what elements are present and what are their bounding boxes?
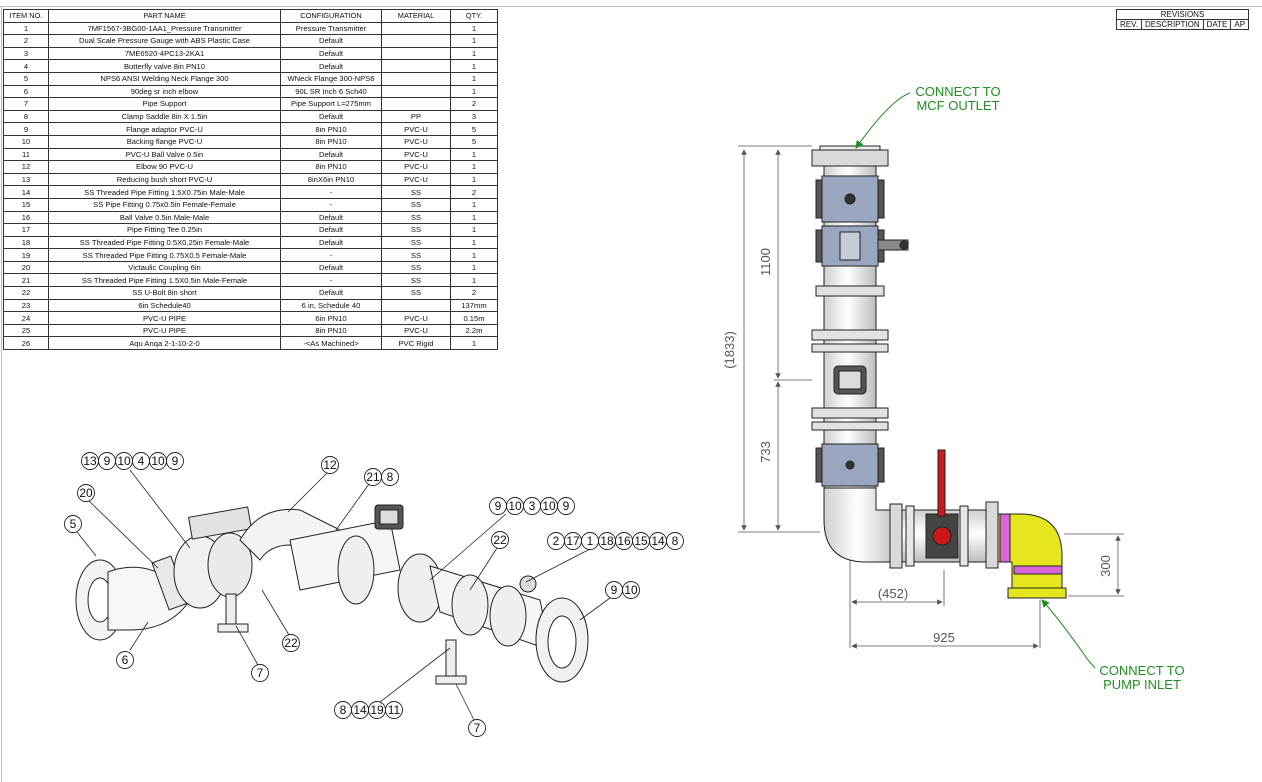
- balloon-number: 19: [370, 703, 384, 717]
- revisions-table: REVISIONS REV. DESCRIPTION DATE AP: [1115, 9, 1250, 30]
- balloon-circle: [381, 468, 399, 486]
- balloon-number: 20: [79, 486, 93, 500]
- revisions-header-description: DESCRIPTION: [1140, 19, 1204, 30]
- balloon-number: 22: [284, 636, 298, 650]
- dim-733: 733: [758, 441, 773, 463]
- bom-qty: 1: [450, 336, 498, 351]
- elevation-view: [811, 145, 1067, 599]
- bill-of-materials-table: ITEM NO. PART NAME CONFIGURATION MATERIA…: [3, 9, 498, 351]
- balloon-number: 9: [495, 499, 502, 513]
- bom-item-no: 26: [3, 336, 49, 351]
- balloon-number: 12: [323, 458, 337, 472]
- balloon-number: 21: [366, 470, 380, 484]
- dimension-labels: (1833) 1100 733 (452) 925 300: [722, 248, 1113, 645]
- balloon-circle: [116, 651, 134, 669]
- note-inlet-line1: CONNECT TO: [1099, 663, 1184, 678]
- balloon-number: 10: [117, 454, 131, 468]
- balloon-number: 8: [387, 470, 394, 484]
- revisions-header-approved: AP: [1230, 19, 1250, 30]
- bom-material: PVC Rigid: [381, 336, 451, 351]
- connection-notes: CONNECT TO MCF OUTLET CONNECT TO PUMP IN…: [855, 84, 1185, 692]
- balloon-number: 22: [493, 533, 507, 547]
- balloon-number: 10: [151, 454, 165, 468]
- sheet-border-left: [1, 6, 2, 782]
- balloon-circle: [321, 456, 339, 474]
- isometric-view: [75, 504, 589, 685]
- balloon-number: 8: [340, 703, 347, 717]
- balloon-number: 10: [508, 499, 522, 513]
- balloon-circle: [166, 452, 184, 470]
- balloon-number: 14: [651, 534, 665, 548]
- bom-header-row: ITEM NO. PART NAME CONFIGURATION MATERIA…: [3, 9, 498, 23]
- balloon-number: 14: [353, 703, 367, 717]
- balloon-number: 7: [257, 666, 264, 680]
- dim-452: (452): [878, 586, 908, 601]
- balloon-number: 1: [587, 534, 594, 548]
- balloon-circle: [557, 497, 575, 515]
- note-inlet-line2: PUMP INLET: [1103, 677, 1181, 692]
- balloon-number: 18: [600, 534, 614, 548]
- elevation-dimensions: [738, 145, 1124, 649]
- balloon-number: 6: [122, 653, 129, 667]
- balloon-circle: [385, 701, 403, 719]
- note-outlet-line1: CONNECT TO: [915, 84, 1000, 99]
- balloon-number: 10: [624, 583, 638, 597]
- balloon-circle: [491, 531, 509, 549]
- bom-configuration: -<As Machined>: [280, 336, 382, 351]
- balloon-number: 8: [672, 534, 679, 548]
- dim-300: 300: [1098, 555, 1113, 577]
- balloon-number: 9: [563, 499, 570, 513]
- revisions-header-rev: REV.: [1116, 19, 1142, 30]
- dim-925: 925: [933, 630, 955, 645]
- balloon-number: 2: [553, 534, 560, 548]
- note-outlet-line2: MCF OUTLET: [916, 98, 999, 113]
- balloon-number: 9: [611, 583, 618, 597]
- balloon-number: 9: [104, 454, 111, 468]
- balloon-circle: [64, 515, 82, 533]
- sheet-border-top: [0, 6, 1262, 7]
- balloon-number: 17: [566, 534, 580, 548]
- balloon-number: 7: [474, 721, 481, 735]
- balloon-number: 4: [138, 454, 145, 468]
- dim-1833: (1833): [722, 331, 737, 369]
- balloon-circle: [468, 719, 486, 737]
- revisions-header-date: DATE: [1202, 19, 1232, 30]
- balloon-circle: [251, 664, 269, 682]
- balloon-number: 16: [617, 534, 631, 548]
- dim-1100: 1100: [758, 248, 773, 276]
- balloon-circle: [666, 532, 684, 550]
- balloon-leaders: [76, 469, 611, 721]
- balloon-circle: [77, 484, 95, 502]
- balloon-number: 10: [542, 499, 556, 513]
- balloon-number: 9: [172, 454, 179, 468]
- balloon-circle: [622, 581, 640, 599]
- balloon-number: 11: [388, 703, 401, 717]
- balloon-number: 15: [634, 534, 648, 548]
- balloon-number: 13: [83, 454, 97, 468]
- balloon-number: 5: [70, 517, 77, 531]
- balloon-circle: [282, 634, 300, 652]
- balloon-number: 3: [529, 499, 536, 513]
